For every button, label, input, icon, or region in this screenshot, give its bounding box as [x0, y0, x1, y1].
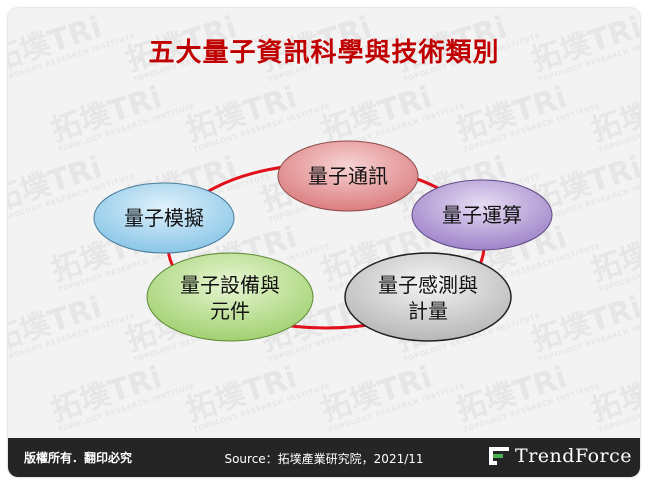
label-simulation: 量子模擬	[124, 206, 204, 230]
slide-title: 五大量子資訊科學與技術類別	[148, 38, 500, 68]
cycle-diagram	[93, 140, 553, 342]
label-computing: 量子運算	[442, 203, 522, 227]
source-note: Source：拓墣產業研究院，2021/11	[224, 452, 424, 466]
label-communication: 量子通訊	[308, 164, 388, 188]
node-simulation	[93, 182, 235, 254]
node-devices	[146, 252, 314, 342]
label-devices: 量子設備與元件	[180, 273, 280, 323]
brand-logo: TrendForce	[487, 444, 632, 468]
copyright-notice: 版權所有．翻印必究	[24, 451, 133, 465]
trendforce-logo-icon	[489, 447, 510, 465]
node-communication	[277, 140, 419, 212]
node-sensing	[344, 252, 512, 342]
footer-bar: 版權所有．翻印必究 Source：拓墣產業研究院，2021/11 TrendFo…	[8, 438, 640, 477]
node-computing	[411, 179, 553, 251]
brand-name: TrendForce	[515, 445, 632, 467]
label-sensing: 量子感測與計量	[378, 273, 478, 323]
